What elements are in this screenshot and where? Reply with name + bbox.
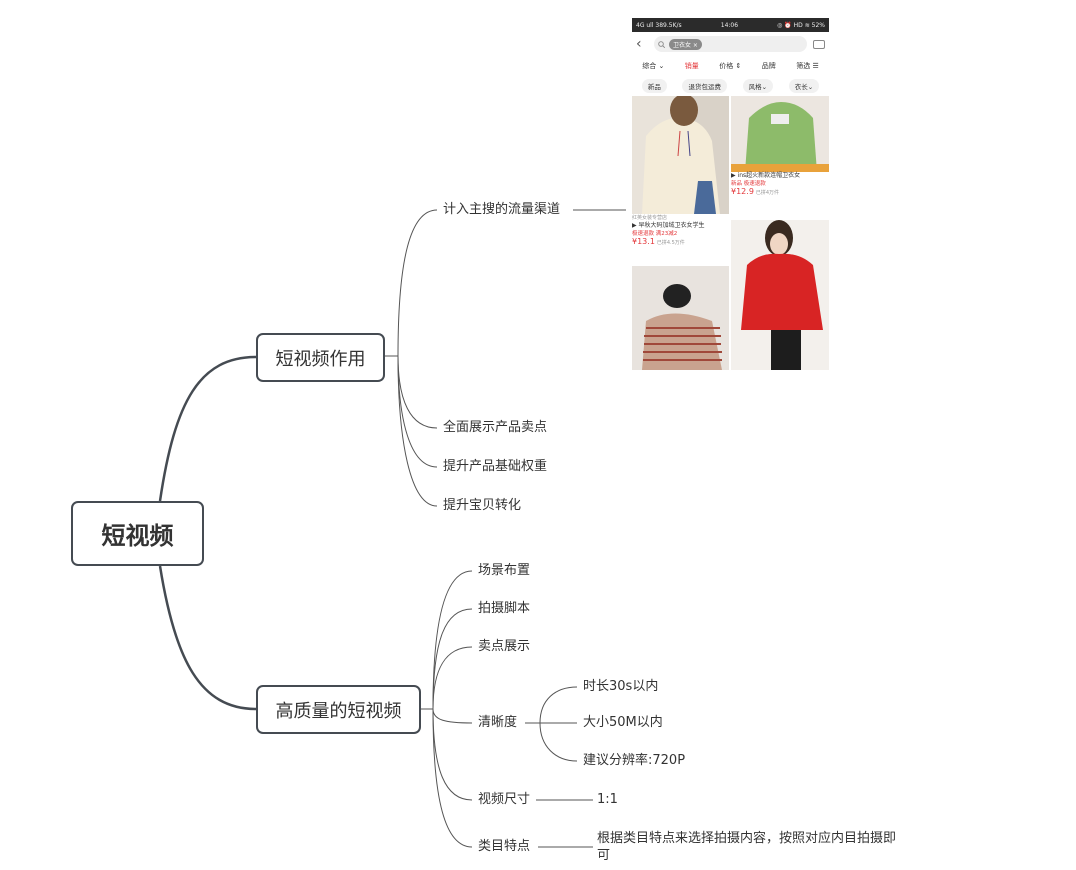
phone-screenshot-image: 4G ull 389.5K/s 14:06 ◎ ⏰ HD ≋ 52% ‹ 卫衣女… [632, 18, 829, 370]
filter-chip: 退货包运费 [682, 79, 727, 93]
product-caption-1: 红英女装专营店 ▶ 早秋大码加绒卫衣女学生 极速退款 满23减2 ¥13.1 已… [632, 214, 729, 247]
status-time: 14:06 [720, 21, 739, 29]
product-caption-2: ▶ ins超火新款连帽卫衣女 新品 极速退款 ¥12.9 已拼4万件 [731, 172, 829, 197]
phone-search-box: 卫衣女 × [654, 36, 807, 52]
phone-product-grid: 红英女装专营店 ▶ 早秋大码加绒卫衣女学生 极速退款 满23减2 ¥13.1 已… [632, 96, 829, 370]
leaf-clarity[interactable]: 清晰度 [478, 715, 518, 730]
product-sold-2: 已拼4万件 [755, 190, 780, 196]
filter-chip: 新品 [641, 79, 667, 93]
connector-b2-leaf6 [432, 708, 473, 848]
branch-quality-video[interactable]: 高质量的短视频 [256, 685, 421, 734]
phone-filter-row: 新品 退货包运费 风格⌄ 衣长⌄ [632, 76, 829, 96]
status-left: 4G ull 389.5K/s [636, 21, 682, 29]
camera-icon [813, 39, 825, 49]
leaf-raise-weight[interactable]: 提升产品基础权重 [443, 459, 548, 474]
leaf-scene-setup[interactable]: 场景布置 [478, 563, 531, 578]
connector-clarity-c3 [539, 722, 578, 762]
connector-b2-leaf1 [432, 570, 473, 710]
connector-b1-leaf4 [397, 355, 438, 507]
connector-root-branch1 [158, 355, 257, 502]
connector-b1-leaf2 [397, 355, 438, 429]
product-title-1: ▶ 早秋大码加绒卫衣女学生 [632, 222, 705, 229]
connector-b1-leaf1 [385, 209, 438, 357]
root-node[interactable]: 短视频 [71, 501, 204, 566]
status-right: ◎ ⏰ HD ≋ 52% [777, 21, 825, 29]
phone-search-row: ‹ 卫衣女 × [632, 32, 829, 56]
product-photo-cream-hoodie [632, 96, 729, 214]
product-photo-red-hoodie [731, 220, 829, 370]
connector-b1-leaf3 [397, 355, 438, 468]
sort-option: 综合 ⌄ [642, 62, 665, 70]
sort-option: 品牌 [761, 62, 776, 70]
leaf-filesize[interactable]: 大小50M以内 [583, 715, 663, 730]
product-photo-green-hoodie [731, 96, 829, 172]
connector-b2-leaf2 [432, 608, 473, 710]
product-price-1: ¥13.1 [632, 237, 655, 246]
connector-clarity-c1 [539, 686, 578, 724]
leaf-category-note[interactable]: 根据类目特点来选择拍摄内容，按照对应内目拍摄即可 [597, 831, 897, 863]
product-title-2: ▶ ins超火新款连帽卫衣女 [731, 172, 801, 179]
phone-status-bar: 4G ull 389.5K/s 14:06 ◎ ⏰ HD ≋ 52% [632, 18, 829, 32]
sort-option: 筛选 ☰ [796, 62, 819, 70]
product-tags-1: 极速退款 满23减2 [632, 231, 678, 237]
leaf-selling-display[interactable]: 卖点展示 [478, 639, 531, 654]
phone-sort-row: 综合 ⌄ 销量 价格 ⇕ 品牌 筛选 ☰ [632, 56, 829, 76]
leaf-video-size[interactable]: 视频尺寸 [478, 792, 531, 807]
connector-root-branch2 [158, 565, 257, 711]
product-photo-striped-top [632, 266, 729, 370]
search-tag: 卫衣女 × [669, 38, 702, 50]
sort-option-active: 销量 [684, 62, 699, 70]
product-shop-1: 红英女装专营店 [632, 215, 668, 221]
leaf-resolution[interactable]: 建议分辨率:720P [583, 753, 686, 768]
leaf-search-traffic[interactable]: 计入主搜的流量渠道 [443, 202, 561, 217]
filter-chip: 衣长⌄ [788, 79, 820, 93]
product-sold-1: 已拼4.5万件 [656, 240, 685, 246]
search-icon [658, 40, 665, 48]
leaf-category[interactable]: 类目特点 [478, 839, 531, 854]
leaf-raise-conversion[interactable]: 提升宝贝转化 [443, 498, 522, 513]
leaf-duration[interactable]: 时长30s以内 [583, 679, 659, 694]
leaf-size-value[interactable]: 1:1 [597, 792, 618, 807]
leaf-show-selling-points[interactable]: 全面展示产品卖点 [443, 420, 548, 435]
leaf-script[interactable]: 拍摄脚本 [478, 601, 531, 616]
product-price-2: ¥12.9 [731, 187, 754, 196]
sort-option: 价格 ⇕ [719, 62, 742, 70]
product-tags-2: 新品 极速退款 [731, 181, 766, 187]
connector-b2-leaf4 [432, 708, 473, 724]
branch-video-role[interactable]: 短视频作用 [256, 333, 385, 382]
connector-b2-leaf3 [432, 646, 473, 710]
back-arrow-icon: ‹ [636, 36, 642, 52]
filter-chip: 风格⌄ [742, 79, 774, 93]
